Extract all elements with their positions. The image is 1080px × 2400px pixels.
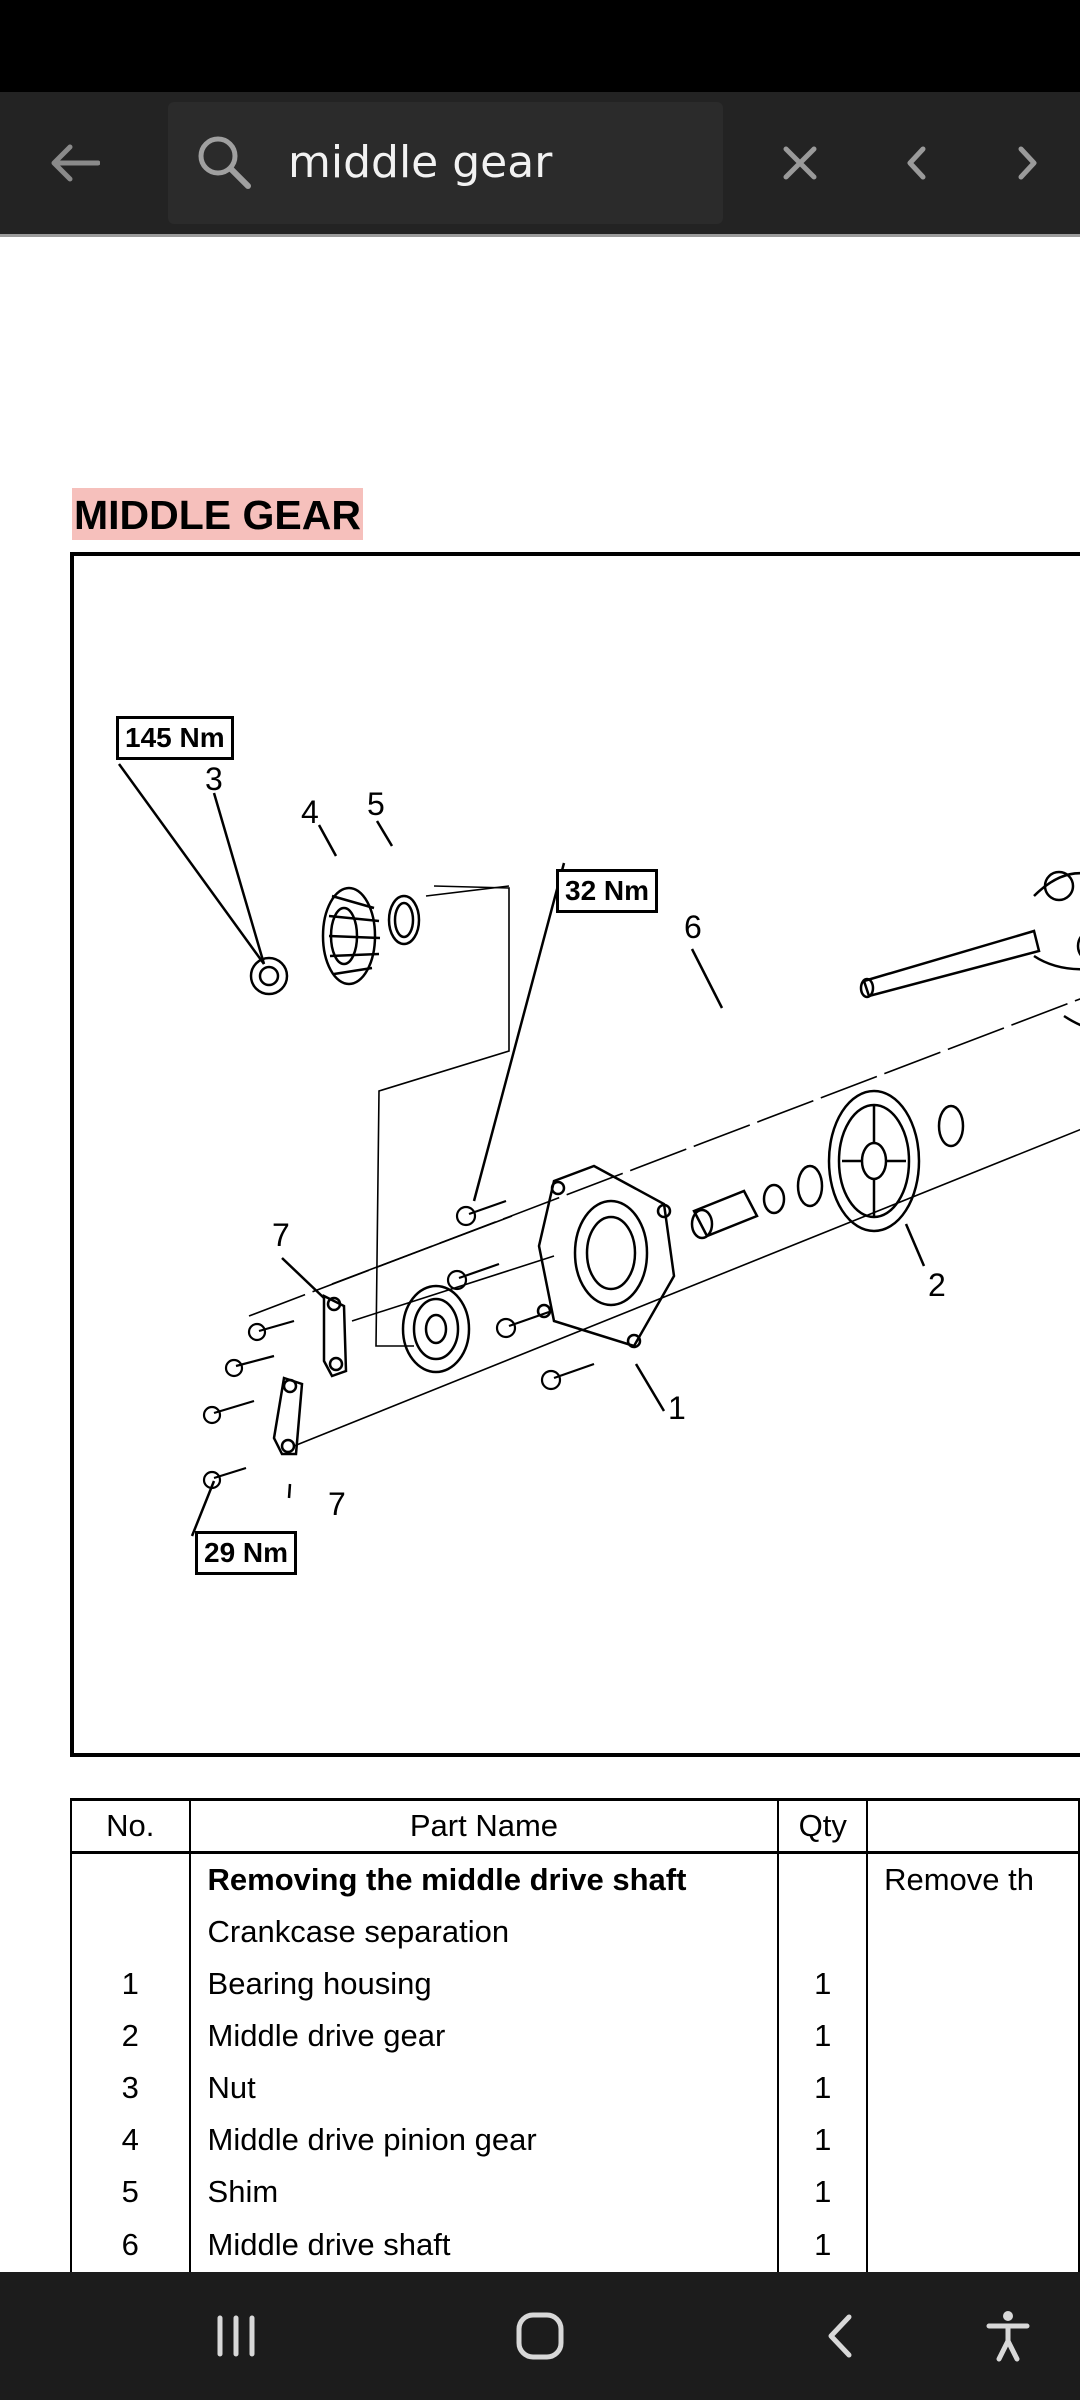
table-row: 4 Middle drive pinion gear 1: [70, 2114, 1080, 2166]
part-qty: 1: [777, 1958, 869, 2010]
navigation-bar: [0, 2272, 1080, 2400]
part-name: Middle drive shaft: [188, 2218, 780, 2272]
table-row: 6 Middle drive shaft 1: [70, 2218, 1080, 2272]
part-name: Bearing housing: [188, 1958, 780, 2010]
part-remarks: [866, 1958, 1080, 2010]
part-qty: 1: [777, 2010, 869, 2062]
table-header-row: No. Part Name Qty: [70, 1798, 1080, 1854]
table-row: 2 Middle drive gear 1: [70, 2010, 1080, 2062]
part-remarks: [866, 2166, 1080, 2218]
part-qty: [777, 1852, 869, 1906]
search-input[interactable]: middle gear: [168, 102, 723, 224]
part-name: Middle drive pinion gear: [188, 2114, 780, 2166]
row-number: 3: [70, 2062, 191, 2114]
previous-result-icon[interactable]: [876, 92, 956, 234]
table-row: Crankcase separation: [70, 1906, 1080, 1958]
row-number: 6: [70, 2218, 191, 2272]
callout-number: 7: [328, 1486, 346, 1522]
part-remarks: [866, 2218, 1080, 2272]
torque-label: 32 Nm: [556, 869, 659, 913]
row-number: [70, 1852, 191, 1906]
callout-number: 4: [301, 794, 319, 830]
part-name: Removing the middle drive shaft: [188, 1852, 780, 1906]
row-number: 4: [70, 2114, 191, 2166]
column-header: Qty: [777, 1798, 869, 1854]
part-qty: 1: [777, 2114, 869, 2166]
part-qty: 1: [777, 2062, 869, 2114]
back-icon[interactable]: [800, 2272, 880, 2400]
part-qty: [777, 1906, 869, 1958]
clear-icon[interactable]: [760, 92, 840, 234]
row-number: [70, 1906, 191, 1958]
table-row: 3 Nut 1: [70, 2062, 1080, 2114]
part-name: Middle drive gear: [188, 2010, 780, 2062]
section-title: MIDDLE GEAR: [72, 488, 363, 540]
status-bar: [0, 0, 1080, 92]
part-name: Crankcase separation: [188, 1906, 780, 1958]
search-toolbar: middle gear: [0, 92, 1080, 237]
row-number: 2: [70, 2010, 191, 2062]
column-header: [866, 1798, 1080, 1854]
part-remarks: [866, 2010, 1080, 2062]
table-row: 5 Shim 1: [70, 2166, 1080, 2218]
document-page[interactable]: MIDDLE GEAR: [0, 240, 1080, 2272]
home-icon[interactable]: [498, 2272, 582, 2400]
exploded-diagram: 145 Nm 32 Nm 29 Nm 3 4 5 6 7 7 2 1: [70, 552, 1080, 1757]
row-number: 5: [70, 2166, 191, 2218]
part-name: Nut: [188, 2062, 780, 2114]
table-row: Removing the middle drive shaft Remove t…: [70, 1852, 1080, 1906]
callout-number: 1: [668, 1390, 686, 1426]
part-qty: 1: [777, 2166, 869, 2218]
parts-table: No. Part Name Qty Removing the middle dr…: [70, 1798, 1080, 2272]
part-remarks: [866, 2114, 1080, 2166]
callout-number: 5: [367, 786, 385, 822]
search-query-text[interactable]: middle gear: [288, 137, 553, 188]
search-icon: [198, 136, 251, 189]
part-remarks: [866, 2062, 1080, 2114]
column-header: Part Name: [188, 1798, 780, 1854]
back-arrow-icon[interactable]: [30, 92, 118, 234]
recent-apps-icon[interactable]: [196, 2272, 276, 2400]
part-remarks: [866, 1906, 1080, 1958]
next-result-icon[interactable]: [988, 92, 1068, 234]
callout-number: 2: [928, 1267, 946, 1303]
callout-number: 6: [684, 909, 702, 945]
part-name: Shim: [188, 2166, 780, 2218]
torque-label: 29 Nm: [195, 1531, 298, 1575]
callout-number: 7: [272, 1217, 290, 1253]
callout-number: 3: [205, 761, 223, 797]
exploded-parts-drawing: [117, 763, 1080, 1537]
part-qty: 1: [777, 2218, 869, 2272]
column-header: No.: [70, 1798, 191, 1854]
table-row: 1 Bearing housing 1: [70, 1958, 1080, 2010]
torque-label: 145 Nm: [116, 716, 234, 760]
accessibility-icon[interactable]: [968, 2272, 1048, 2400]
part-remarks: Remove th: [866, 1852, 1080, 1906]
row-number: 1: [70, 1958, 191, 2010]
